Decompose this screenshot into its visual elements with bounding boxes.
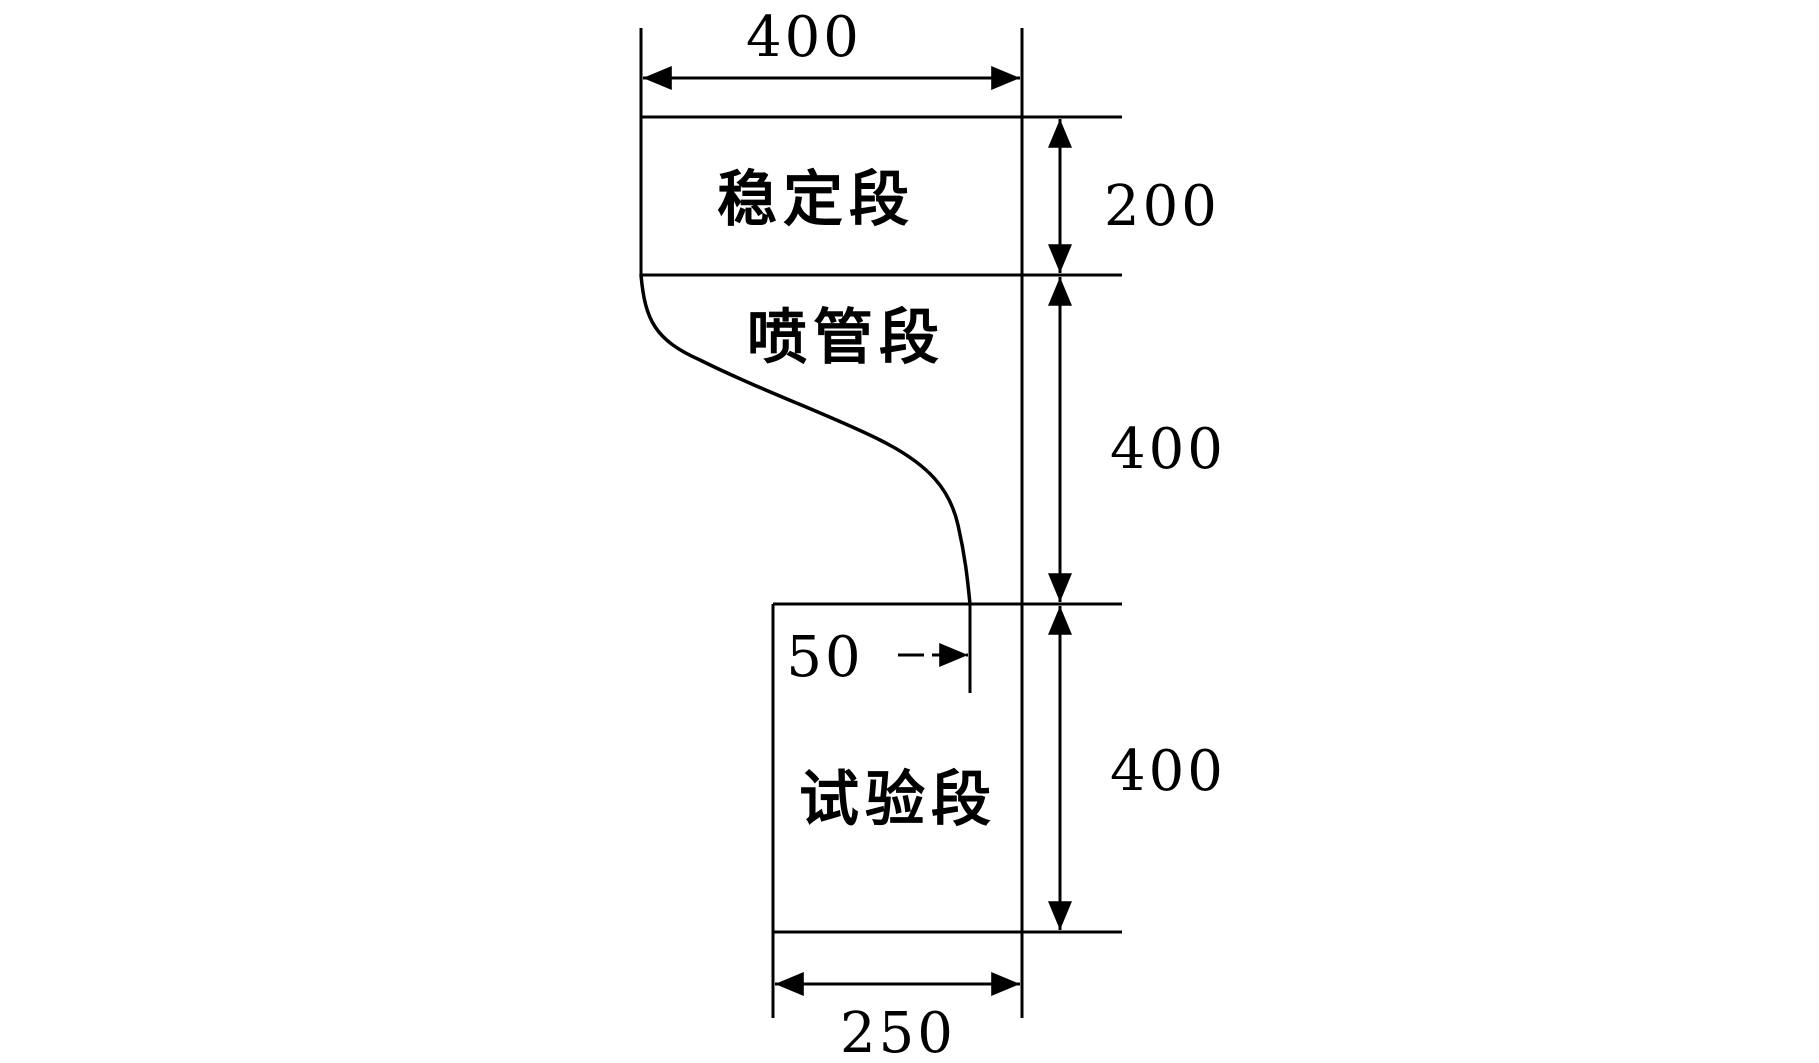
offset-label: 50 [786, 625, 863, 690]
nozzle-height-label: 400 [1110, 417, 1226, 482]
top-width-label: 400 [746, 5, 862, 70]
bottom-width-label: 250 [840, 1001, 956, 1063]
stabilizer-height-label: 200 [1104, 174, 1220, 239]
test-section-label: 试验段 [799, 765, 997, 835]
nozzle-section-label: 喷管段 [747, 303, 945, 373]
test-height-label: 400 [1110, 739, 1226, 804]
nozzle-contour [639, 273, 972, 606]
stabilizer-section-label: 稳定段 [717, 165, 915, 235]
